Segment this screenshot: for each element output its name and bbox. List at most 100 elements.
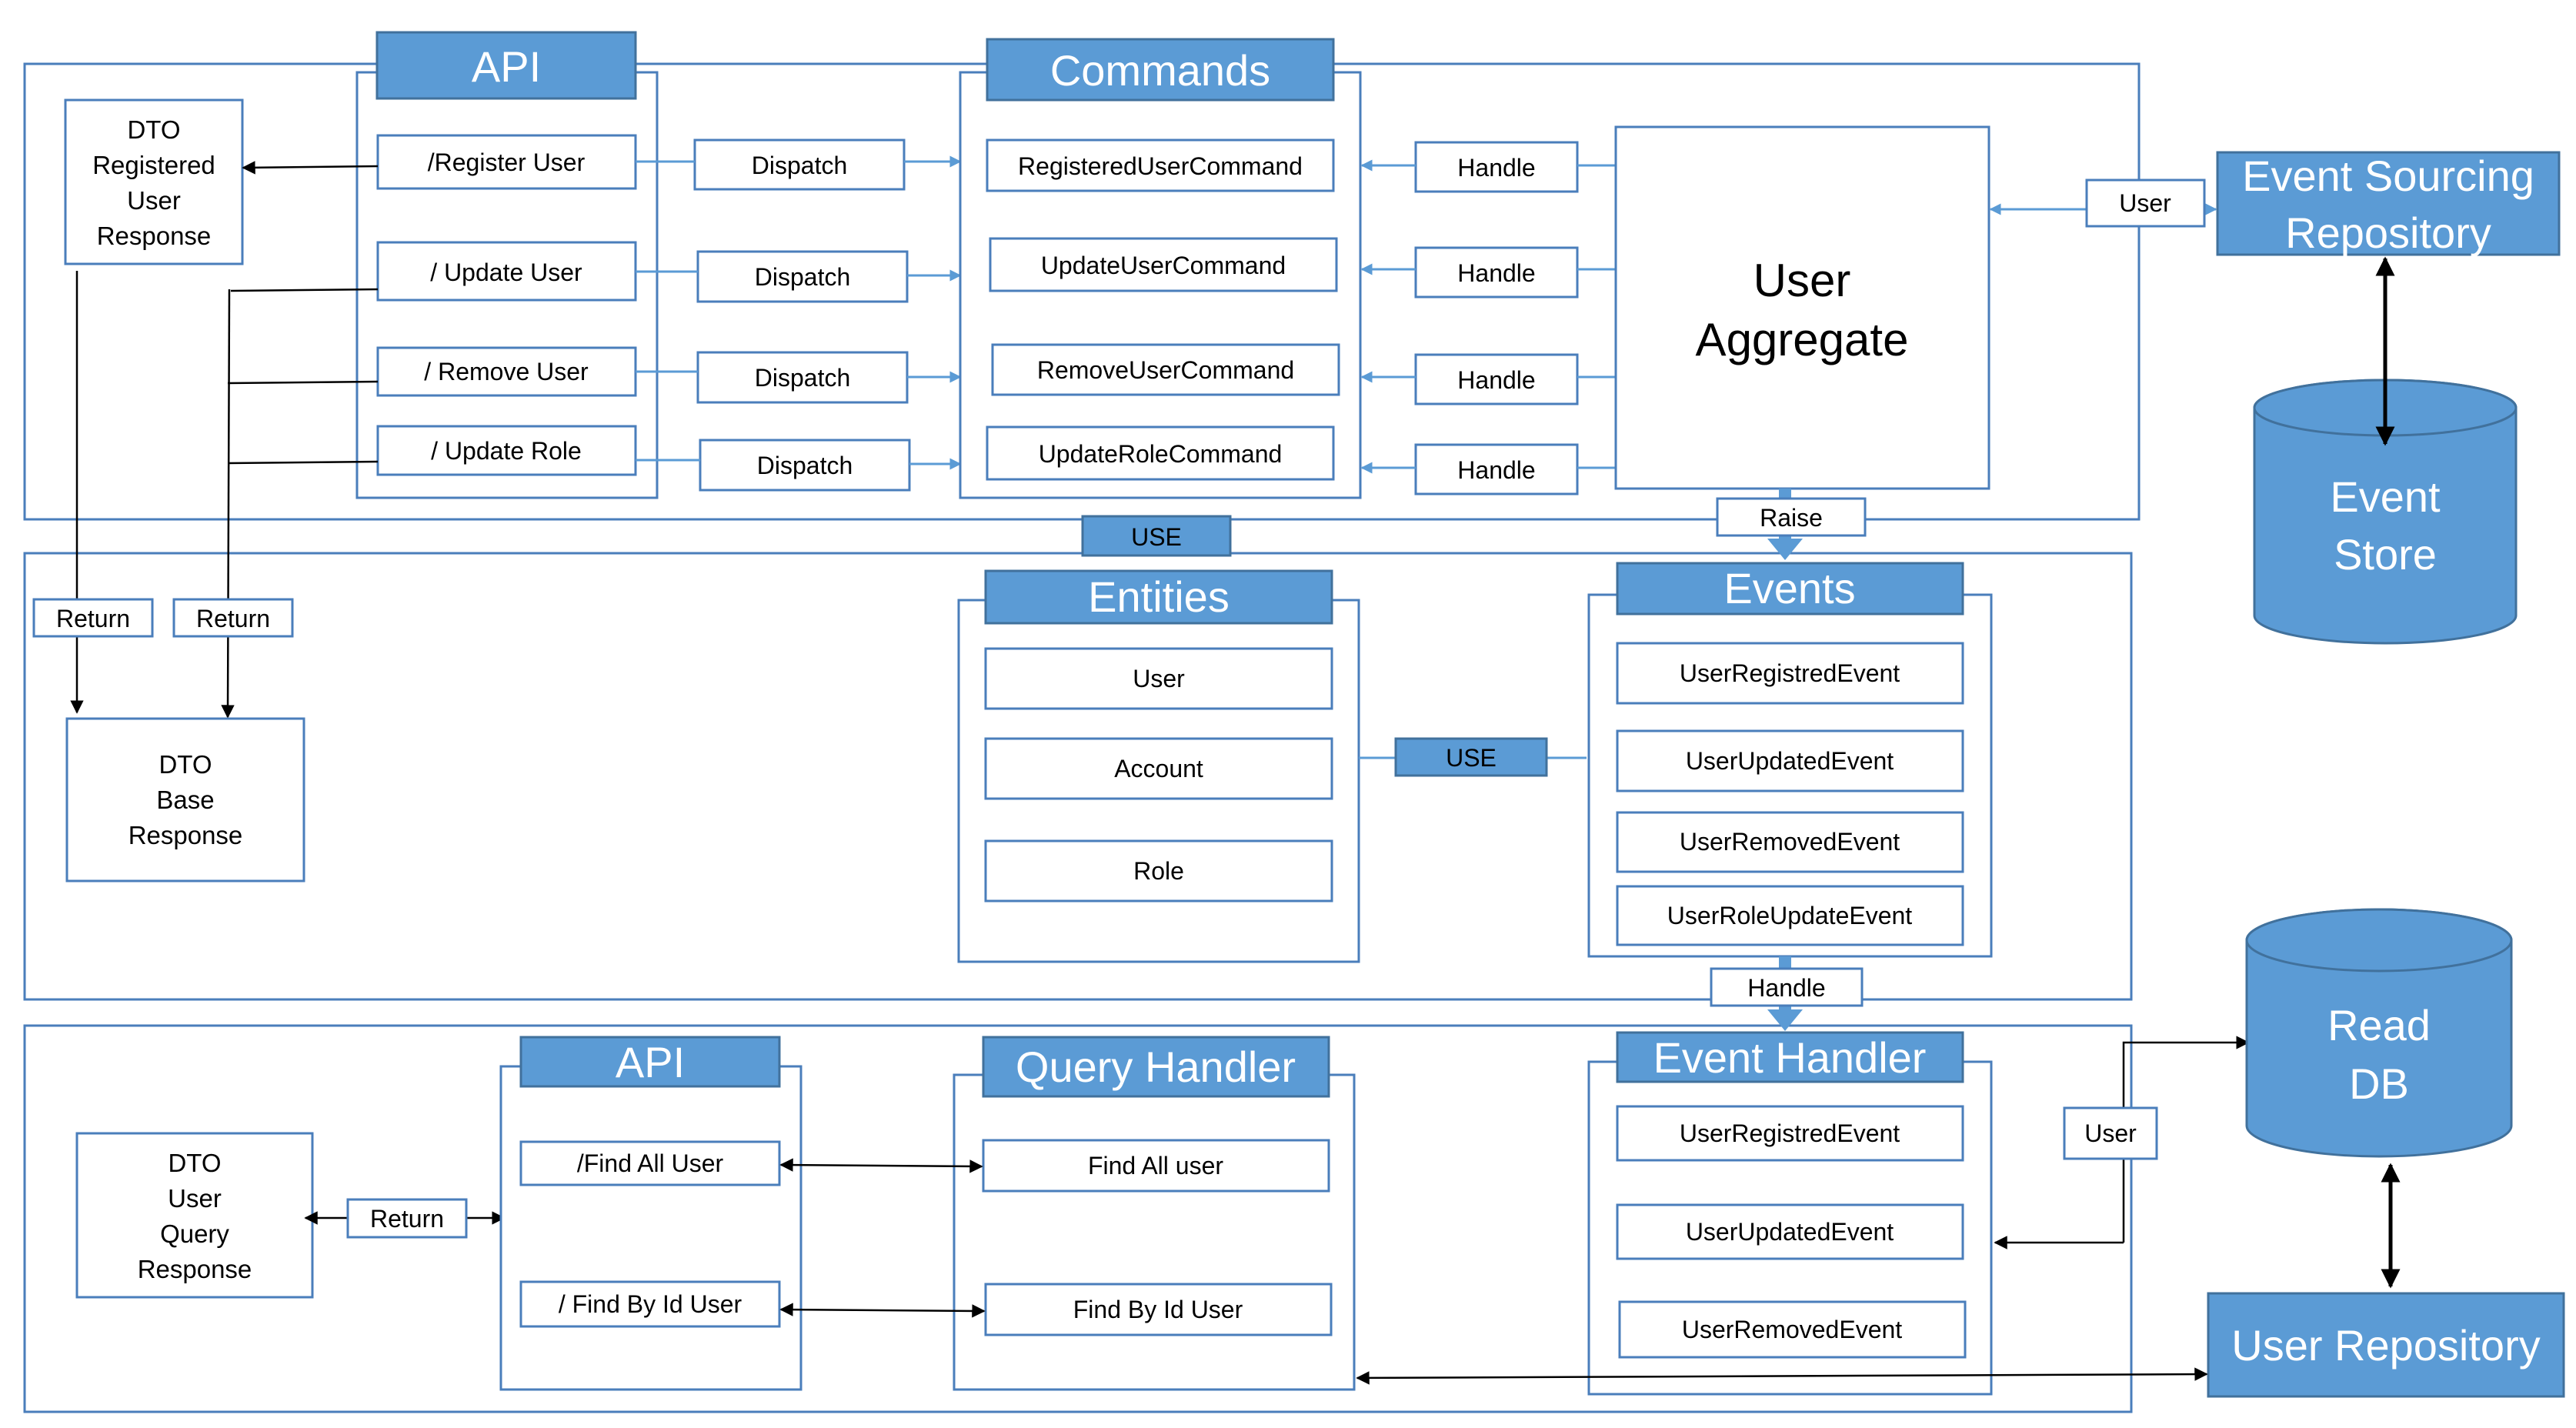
events-title: Events — [1723, 564, 1855, 612]
api-register-user-endpoint: /Register User — [376, 134, 637, 190]
query-handler-repository-link — [1356, 1367, 2208, 1385]
svg-text:Registered: Registered — [92, 151, 215, 179]
query-handler-group: Query Handler — [953, 1036, 1356, 1391]
user-aggregate: User Aggregate — [1614, 125, 1990, 490]
svg-text:RemoveUserCommand: RemoveUserCommand — [1037, 356, 1294, 384]
svg-text:DTO: DTO — [158, 750, 212, 779]
read-db-cylinder: Read DB — [2245, 908, 2513, 1158]
dispatch-label-update: Dispatch — [696, 250, 909, 303]
entities-events-use-connector: USE — [1359, 737, 1587, 777]
event-user-role-update: UserRoleUpdateEvent — [1616, 885, 1964, 946]
svg-text:User: User — [127, 186, 181, 215]
api-update-user-endpoint: / Update User — [376, 241, 637, 302]
dispatch-connectors — [636, 155, 962, 470]
update-role-command: UpdateRoleCommand — [986, 425, 1335, 481]
handler-user-removed-event: UserRemovedEvent — [1618, 1300, 1967, 1359]
svg-text:Find All user: Find All user — [1088, 1152, 1223, 1179]
svg-text:/ Remove User: / Remove User — [424, 358, 589, 385]
query-handler-title: Query Handler — [1016, 1043, 1296, 1091]
update-user-command: UpdateUserCommand — [989, 237, 1338, 292]
command-api-title: API — [472, 42, 541, 91]
event-sourcing-repository: Event Sourcing Repository — [2216, 151, 2561, 257]
svg-text:Aggregate: Aggregate — [1696, 314, 1909, 365]
user-repository: User Repository — [2207, 1292, 2565, 1398]
handle-events-connector: Handle — [1710, 956, 1864, 1031]
svg-text:Return: Return — [56, 605, 130, 632]
svg-text:/Register User: /Register User — [428, 148, 586, 176]
svg-text:Store: Store — [2334, 530, 2437, 579]
svg-text:UserRemovedEvent: UserRemovedEvent — [1680, 828, 1900, 856]
dispatch-label-remove: Dispatch — [696, 351, 909, 404]
svg-text:Find By Id User: Find By Id User — [1073, 1296, 1243, 1323]
api-update-role-endpoint: / Update Role — [376, 425, 637, 476]
svg-text:/Find All User: /Find All User — [577, 1149, 724, 1177]
entity-role: Role — [984, 839, 1333, 903]
svg-text:Dispatch: Dispatch — [755, 263, 851, 291]
return-label-right: Return — [172, 598, 294, 638]
commands-title: Commands — [1050, 46, 1270, 95]
event-user-removed: UserRemovedEvent — [1616, 811, 1964, 873]
svg-text:Event Sourcing: Event Sourcing — [2242, 152, 2534, 200]
svg-text:Handle: Handle — [1457, 154, 1535, 182]
event-user-registred: UserRegistredEvent — [1616, 642, 1964, 705]
dto-registered-user-response: DTO Registered User Response — [64, 98, 244, 265]
svg-text:Response: Response — [128, 821, 243, 849]
svg-text:Event: Event — [2330, 472, 2441, 521]
remove-user-command: RemoveUserCommand — [991, 343, 1340, 396]
handler-user-registred-event: UserRegistredEvent — [1616, 1105, 1964, 1162]
aggregate-repository-connector: User — [1989, 178, 2217, 228]
entity-account: Account — [984, 737, 1333, 800]
dto-user-query-response: DTO User Query Response — [75, 1132, 314, 1299]
svg-text:Raise: Raise — [1760, 504, 1823, 532]
api-query-handler-connectors — [779, 1158, 986, 1318]
svg-text:Read: Read — [2327, 1001, 2431, 1049]
entity-user: User — [984, 647, 1333, 710]
svg-text:UserRoleUpdateEvent: UserRoleUpdateEvent — [1667, 902, 1913, 929]
svg-text:USE: USE — [1446, 744, 1497, 772]
raise-connector: Raise — [1716, 489, 1867, 560]
svg-text:UserRegistredEvent: UserRegistredEvent — [1680, 659, 1900, 687]
api-find-by-id-user-endpoint: / Find By Id User — [519, 1280, 781, 1328]
svg-text:UserRemovedEvent: UserRemovedEvent — [1682, 1316, 1902, 1343]
svg-text:/ Update User: / Update User — [430, 259, 582, 286]
svg-text:DTO: DTO — [168, 1149, 221, 1177]
handle-label-remove: Handle — [1414, 353, 1579, 405]
handle-connectors — [1360, 159, 1616, 474]
svg-text:Handle: Handle — [1457, 456, 1535, 484]
handler-user-updated-event: UserUpdatedEvent — [1616, 1203, 1964, 1260]
svg-text:Query: Query — [160, 1219, 229, 1248]
handle-label-update: Handle — [1414, 246, 1579, 299]
svg-text:Dispatch: Dispatch — [752, 152, 848, 179]
return-label-left: Return — [32, 598, 154, 638]
svg-text:Response: Response — [97, 222, 212, 250]
svg-text:Dispatch: Dispatch — [755, 364, 851, 392]
svg-text:UpdateUserCommand: UpdateUserCommand — [1041, 252, 1286, 279]
svg-text:/ Find By Id User: / Find By Id User — [559, 1290, 742, 1318]
svg-text:Response: Response — [138, 1255, 252, 1283]
registered-user-command: RegisteredUserCommand — [986, 138, 1335, 192]
svg-text:User: User — [1753, 255, 1851, 306]
svg-text:USE: USE — [1131, 523, 1182, 551]
svg-text:DB: DB — [2349, 1059, 2409, 1108]
svg-text:Dispatch: Dispatch — [757, 452, 853, 479]
return-connectors — [70, 161, 379, 719]
svg-text:User Repository: User Repository — [2231, 1321, 2540, 1370]
svg-text:Base: Base — [156, 786, 214, 814]
svg-text:Role: Role — [1133, 857, 1184, 885]
api-find-all-user-endpoint: /Find All User — [519, 1140, 781, 1186]
svg-text:User: User — [1133, 665, 1185, 692]
svg-text:UserUpdatedEvent: UserUpdatedEvent — [1686, 747, 1894, 775]
query-return-connector: Return — [304, 1198, 506, 1239]
handle-label-register: Handle — [1414, 141, 1579, 193]
dispatch-label-register: Dispatch — [693, 138, 906, 191]
svg-text:User: User — [2119, 189, 2171, 217]
svg-text:Return: Return — [196, 605, 270, 632]
handle-label-role: Handle — [1414, 443, 1579, 495]
dto-base-response: DTO Base Response — [65, 717, 305, 882]
event-handler-read-db-connector: User — [1994, 1036, 2250, 1250]
svg-text:Repository: Repository — [2285, 209, 2491, 257]
svg-text:/ Update Role: / Update Role — [431, 437, 582, 465]
query-find-by-id-user: Find By Id User — [984, 1283, 1333, 1336]
entities-title: Entities — [1088, 572, 1230, 621]
